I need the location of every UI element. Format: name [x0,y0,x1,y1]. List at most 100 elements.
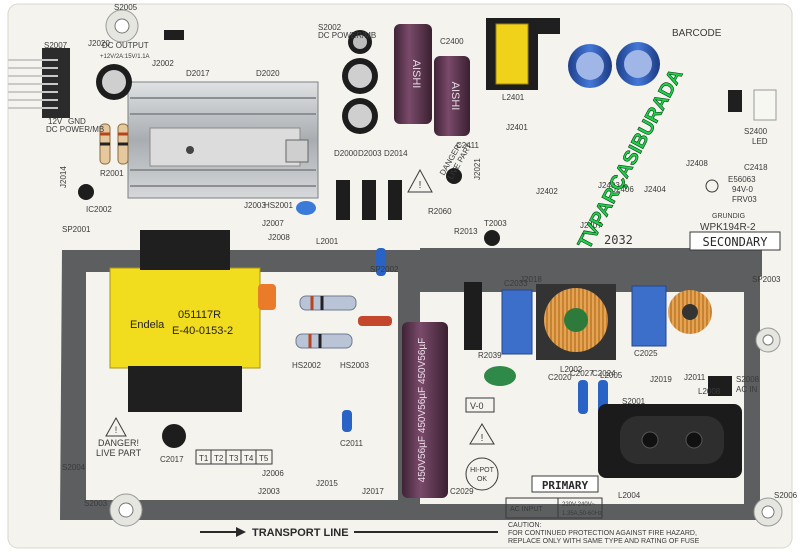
test-point-t1: T1 [199,454,209,463]
small-black-cap [162,424,186,448]
capacitor-aishi-2: AISHI [434,56,470,136]
capacitor-blue-2 [616,42,660,86]
mounting-hole-top-right [755,327,781,353]
aishi-label-2: AISHI [449,82,461,111]
y-capacitor-3 [578,380,588,414]
ic-top-small [536,18,560,34]
danger-bottom-line2: LIVE PART [96,448,142,458]
ref-s2006: S2006 [774,491,798,500]
ref-c2011: C2011 [340,439,364,448]
ac-inlet [598,404,742,478]
label-gnd: GND [68,117,86,126]
ac-in-small: AC IN [736,385,758,394]
ref-j2017: J2017 [362,487,384,496]
ref-c2025: C2025 [634,349,658,358]
svg-text:!: ! [419,180,422,191]
film-capacitor-c2025 [631,285,667,347]
common-mode-choke [536,284,616,360]
test-points-box: T1 T2 T3 T4 T5 [195,449,273,465]
ref-j2021: J2021 [473,158,482,180]
output-capacitor-left [96,64,132,100]
y-capacitor-1 [376,248,386,276]
ref-sp2001: SP2001 [62,225,91,234]
ref-ic2002: IC2002 [86,205,112,214]
ac-input-box: AC INPUT 220V-240V~ 1.35A,50-60Hz [505,497,603,519]
black-component [464,282,482,350]
ref-d2017: D2017 [186,69,210,78]
ref-c2400: C2400 [440,37,464,46]
ref-j2003: J2003 [244,201,266,210]
cert-line1: E56063 [728,175,756,184]
resistors-r2000-r2001 [99,123,129,165]
ref-c2029: C2029 [450,487,474,496]
caution-line2: FOR CONTINUED PROTECTION AGAINST FIRE HA… [508,530,697,537]
capacitor-blue-1 [568,44,612,88]
ref-j2008: J2008 [268,233,290,242]
ref-s2007: S2007 [44,41,68,50]
ref-s2002: S2002 [318,23,342,32]
dc-output-pin-header [8,48,70,118]
ref-j2019: J2019 [650,375,672,384]
ref-j2014: J2014 [59,166,68,188]
diode-d2040 [164,30,184,40]
test-point-t3: T3 [229,454,239,463]
cert-block: E56063 94V-0 FRV03 [728,175,757,204]
ref-sp2002: SP2002 [370,265,399,274]
blue-smd-blob [296,201,316,215]
ref-l2005: L2005 [600,371,623,380]
ref-r2060: R2060 [428,207,452,216]
dc-output-spec: +12V/2A:15V/1.1A [100,54,150,60]
led-label: LED [752,137,768,146]
test-point-t2: T2 [214,454,224,463]
ref-d2020: D2020 [256,69,280,78]
caution-text: CAUTION: FOR CONTINUED PROTECTION AGAINS… [508,522,700,545]
label-12v: 12V [48,117,63,126]
ref-sp2003: SP2003 [752,275,781,284]
ref-j2407: J2407 [580,221,602,230]
secondary-box [689,231,781,251]
fuse-orange [258,284,276,310]
transistor-top-right [728,90,742,112]
ref-j2406: J2406 [612,185,634,194]
transformer-part: E-40-0153-2 [172,325,233,337]
caution-line1: CAUTION: [508,522,542,529]
resistor-r2007 [299,295,357,311]
ref-r2001: R2001 [100,169,124,178]
ref-j2018: J2018 [520,275,542,284]
ref-c2033: C2033 [504,279,528,288]
rectifier-diodes [336,180,402,220]
danger-warning-middle: ! [469,423,495,445]
ref-hs2003: HS2003 [340,361,369,370]
ref-j2003-bottom: J2003 [258,487,280,496]
ac-input-label: AC INPUT [510,506,543,513]
capacitor-aishi-1: AISHI [394,24,432,124]
hipot-line2: OK [477,476,487,483]
ref-j2402: J2402 [536,187,558,196]
date-code: 2032 [604,233,633,247]
primary-box [531,475,599,493]
ref-l2001: L2001 [316,237,339,246]
ref-t2003: T2003 [484,219,507,228]
ref-j2403: J2403 [598,181,620,190]
transport-line-label: TRANSPORT LINE [252,527,349,539]
ref-j2006: J2006 [262,469,284,478]
ul-mark [705,179,719,193]
test-point-t4: T4 [244,454,254,463]
ref-s2004: S2004 [62,463,86,472]
transformer-brand: Endela [130,319,165,331]
ref-s2003: S2003 [84,499,108,508]
dc-power-mb-top: DC POWER/MB [318,31,376,40]
ref-c2027: C2027 [570,369,594,378]
test-point-t5: T5 [259,454,269,463]
ref-j2401: J2401 [506,123,528,132]
ref-l2004: L2004 [618,491,641,500]
dc-power-mb-left: DC POWER/MB [46,125,104,134]
v0-box [465,397,495,413]
hipot-mark: HI-POT OK [465,457,499,491]
brand-label: GRUNDIG [712,213,745,220]
ref-j2002: J2002 [152,59,174,68]
ic-small-right [708,376,732,396]
dc-output-label: DC OUTPUT [102,41,149,50]
toroid-l2001 [668,290,712,334]
